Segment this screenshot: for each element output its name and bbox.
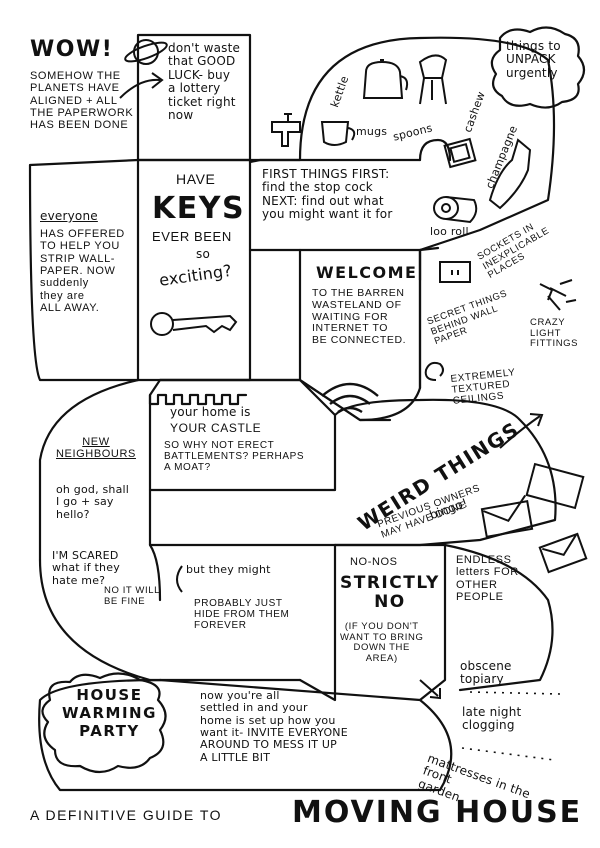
- welcome-body: TO THE BARREN WASTELAND OF WAITING FOR I…: [312, 287, 407, 346]
- party-body: now you're all settled in and your home …: [200, 689, 348, 764]
- scared-text: I'M SCARED what if they hate me?: [52, 549, 120, 587]
- socket-icon: [439, 261, 471, 283]
- unpack-item-mugs: mugs: [356, 125, 388, 138]
- toilet-roll-icon: [433, 196, 478, 224]
- bracket: [176, 565, 183, 593]
- chair-icon: [418, 54, 448, 105]
- unpack-cloud: [490, 26, 586, 109]
- castle-body: SO WHY NOT ERECT BATTLEMENTS? PERHAPS A …: [164, 440, 305, 474]
- castle-line2: YOUR CASTLE: [170, 421, 262, 435]
- neighbours-question: oh god, shall I go + say hello?: [56, 483, 130, 521]
- neighbours-title: NEW NEIGHBOURS: [56, 436, 136, 461]
- unpack-item-loo-roll: loo roll: [430, 225, 469, 238]
- unpack-title: things to UNPACK urgently: [506, 39, 561, 80]
- fine-text: NO IT WILL BE FINE: [104, 585, 160, 607]
- ceilings-text: EXTREMELY TEXTURED CEILINGS: [450, 367, 517, 408]
- clogging-text: late night clogging: [462, 705, 522, 733]
- planet-icon: [124, 39, 168, 65]
- picture-frame-icon: [443, 137, 477, 169]
- might-text: but they might: [186, 563, 271, 576]
- keys-have: HAVE: [176, 171, 216, 187]
- wow-body: SOMEHOW THE PLANETS HAVE ALIGNED + ALL T…: [30, 70, 134, 132]
- keys-ever-been: EVER BEEN: [152, 229, 232, 244]
- board-left-loop: [28, 158, 140, 382]
- topiary-text: obscene topiary: [460, 659, 512, 687]
- mug-icon: [320, 121, 356, 146]
- title-prefix: A DEFINITIVE GUIDE TO: [30, 807, 223, 823]
- title-main: MOVING HOUSE: [292, 795, 583, 830]
- strictly-title: STRICTLY NO: [340, 573, 440, 613]
- lottery-text: don't waste that GOOD LUCK- buy a lotter…: [168, 41, 241, 123]
- envelopes-icon: [480, 462, 588, 574]
- tap-icon: [271, 113, 301, 147]
- arrow-icon-2: [419, 679, 441, 700]
- castle-line1: your home is: [170, 405, 251, 419]
- everyone-title: everyone: [40, 209, 98, 223]
- keys-so: so: [196, 247, 210, 261]
- light-fitting-icon: [539, 279, 577, 311]
- trophy-arrow-icon: [499, 413, 544, 449]
- wifi-icon: [321, 382, 379, 414]
- letters-text: ENDLESS letters FOR OTHER PEOPLE: [456, 554, 519, 603]
- board-upper-snake: [248, 36, 556, 282]
- nonos-text: NO-NOS: [350, 556, 398, 568]
- board-lower-loop: [38, 558, 302, 682]
- weird-things-cell: [333, 398, 557, 547]
- dotted-line: [469, 691, 561, 695]
- party-cloud: [41, 672, 167, 774]
- stop-cock-text: FIRST THINGS FIRST: find the stop cock N…: [262, 167, 393, 222]
- bottle-icon: [488, 138, 532, 210]
- keys-title: KEYS: [152, 191, 246, 226]
- dotted-line: [461, 747, 555, 761]
- hide-text: PROBABLY JUST HIDE FROM THEM FOREVER: [194, 598, 290, 632]
- party-title: HOUSE WARMING PARTY: [62, 686, 157, 740]
- spiral-icon: [424, 361, 444, 381]
- key-icon: [150, 312, 238, 336]
- everyone-body: HAS OFFERED TO HELP YOU STRIP WALL- PAPE…: [40, 228, 125, 314]
- wow-title: WOW!: [30, 37, 114, 62]
- arrow-icon: [119, 72, 164, 99]
- welcome-title: WELCOME: [316, 263, 418, 282]
- strictly-body: (IF YOU DON'T WANT TO BRING DOWN THE ARE…: [340, 621, 424, 664]
- kettle-icon: [362, 59, 409, 99]
- light-text: CRAZY LIGHT FITTINGS: [530, 317, 579, 350]
- party-cell: [38, 678, 453, 792]
